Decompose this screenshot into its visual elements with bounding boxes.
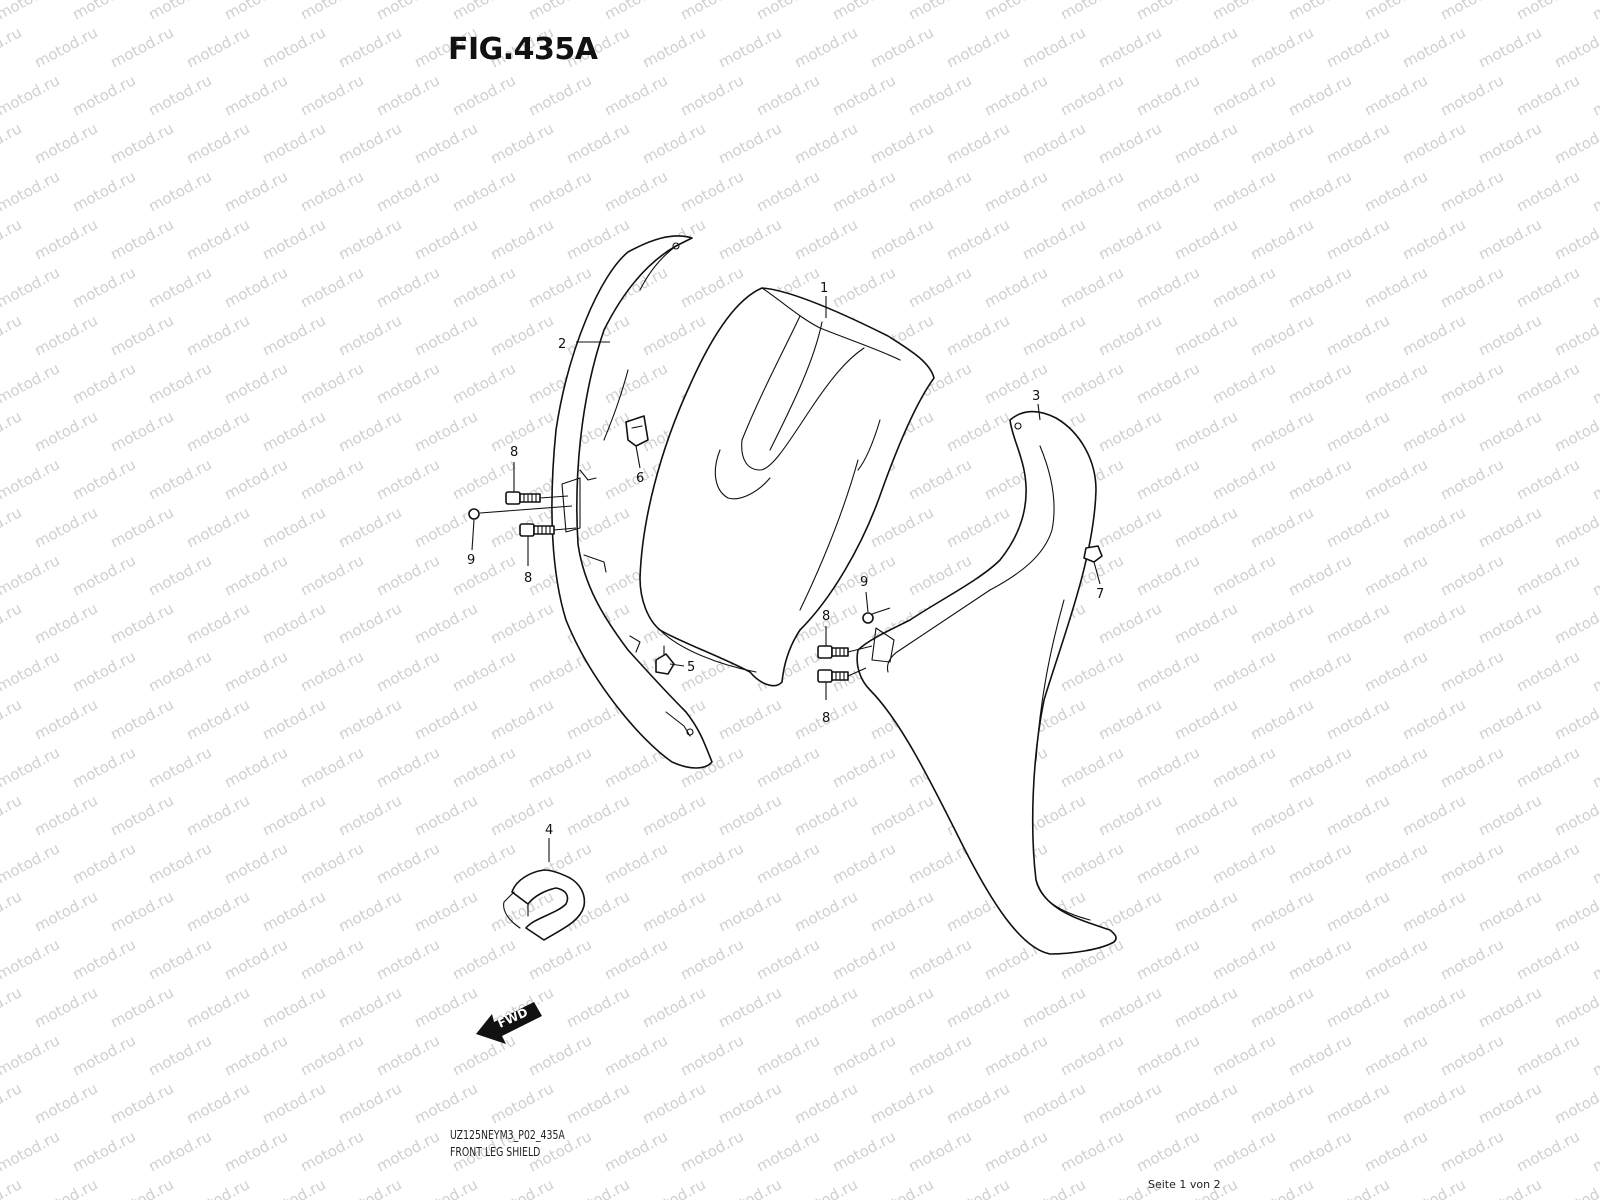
part-9-screw-right[interactable] xyxy=(862,607,891,624)
part-2-left-shield[interactable] xyxy=(551,235,713,769)
part-4-emblem[interactable] xyxy=(503,869,586,941)
callout-7: 7 xyxy=(1096,587,1104,602)
callout-9-right: 9 xyxy=(860,575,868,590)
page-indicator: Seite 1 von 2 xyxy=(1148,1178,1221,1191)
callout-labels: 1 2 3 4 5 6 7 8 8 8 8 9 9 xyxy=(467,281,1104,838)
callout-2: 2 xyxy=(558,337,566,352)
figure-code: UZ125NEYM3_P02_435A xyxy=(450,1128,565,1142)
callout-4: 4 xyxy=(545,823,553,838)
part-8-bolt-right-lower[interactable] xyxy=(817,667,867,683)
part-7-clip[interactable] xyxy=(1083,545,1103,563)
fwd-direction-arrow: FWD xyxy=(476,1002,542,1044)
watermark-text: motod.ru xyxy=(1589,0,1600,24)
part-3-right-shield[interactable] xyxy=(856,410,1117,955)
part-9-screw-left[interactable] xyxy=(468,505,573,520)
callout-8-right-lower: 8 xyxy=(822,711,830,726)
part-8-bolt-right-upper[interactable] xyxy=(817,645,873,659)
part-5-clip-nut[interactable] xyxy=(655,645,675,675)
callout-leaders xyxy=(471,296,1101,862)
callout-8-left-lower: 8 xyxy=(524,571,532,586)
part-1-front-cover[interactable] xyxy=(639,287,935,687)
callout-5: 5 xyxy=(687,660,695,675)
callout-8-left-upper: 8 xyxy=(510,445,518,460)
callout-3: 3 xyxy=(1032,389,1040,404)
figure-caption: FRONT LEG SHIELD xyxy=(450,1145,541,1159)
callout-1: 1 xyxy=(820,281,828,296)
callout-6: 6 xyxy=(636,471,644,486)
figure-title: FIG.435A xyxy=(448,32,598,67)
part-8-bolt-left-lower[interactable] xyxy=(519,523,577,537)
part-8-bolt-left-upper[interactable] xyxy=(505,491,569,505)
callout-8-right-upper: 8 xyxy=(822,609,830,624)
callout-9-left: 9 xyxy=(467,553,475,568)
part-6-clip[interactable] xyxy=(625,415,649,447)
